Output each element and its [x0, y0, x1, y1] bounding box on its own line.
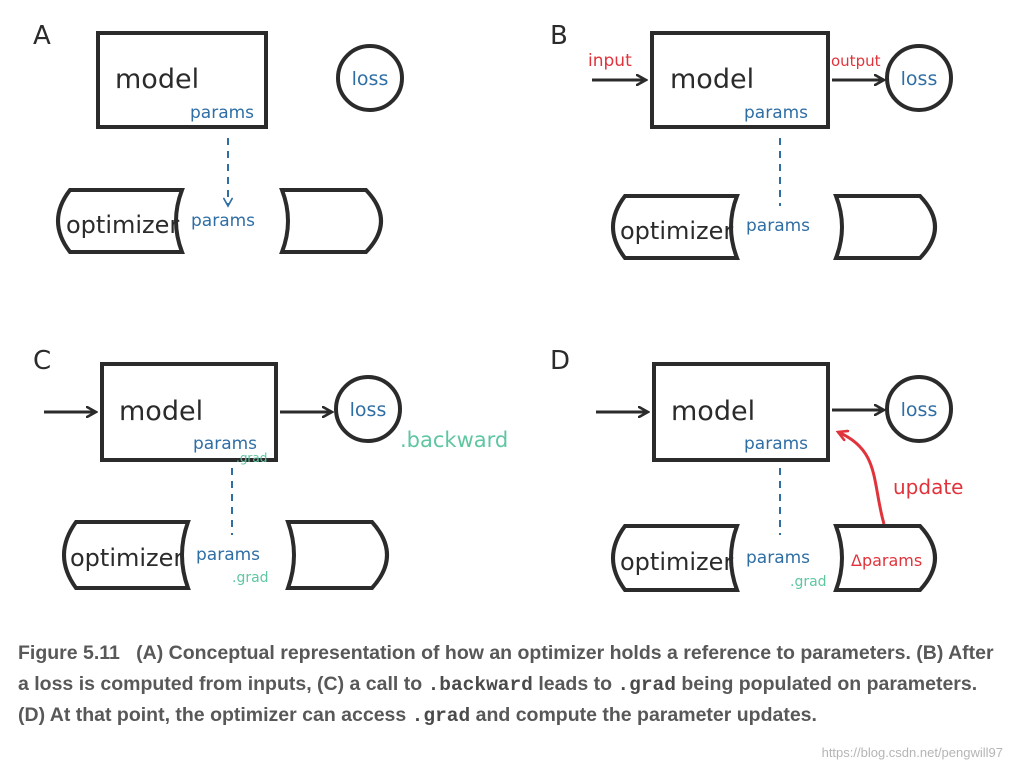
model-label: model: [119, 396, 203, 427]
backward-label: .backward: [400, 428, 508, 452]
update-label: update: [893, 475, 963, 499]
delta-params-label: Δparams: [851, 551, 922, 570]
caption-code-grad-1: .grad: [617, 673, 676, 696]
output-label: output: [831, 52, 881, 70]
figure-number: Figure 5.11: [18, 642, 120, 664]
loss-circle: [885, 375, 953, 443]
loss-label: loss: [352, 68, 389, 90]
params-label: params: [193, 434, 257, 454]
optimizer-grad-label: .grad: [232, 570, 269, 586]
optimizer-params-label: params: [746, 216, 810, 236]
optimizer-left-shape: [62, 520, 191, 590]
optimizer-label: optimizer: [620, 548, 733, 576]
panel-letter: B: [550, 21, 568, 51]
optimizer-params-label: params: [196, 545, 260, 565]
update-arrow: [838, 432, 886, 525]
optimizer-params-label: params: [191, 211, 255, 231]
model-box: [96, 31, 268, 129]
caption-text-1: (A) Conceptual representation of how an …: [18, 642, 994, 695]
optimizer-params-label: params: [746, 548, 810, 568]
figure-caption: Figure 5.11 (A) Conceptual representatio…: [18, 638, 1003, 732]
caption-code-backward: .backward: [427, 673, 533, 696]
loss-circle: [885, 44, 953, 112]
loss-circle: [336, 44, 404, 112]
model-box: [652, 362, 830, 462]
optimizer-label: optimizer: [70, 544, 183, 572]
model-label: model: [671, 396, 755, 427]
loss-circle: [334, 375, 402, 443]
caption-code-grad-2: .grad: [411, 705, 471, 727]
optimizer-left-shape: [611, 524, 740, 592]
params-label: params: [744, 103, 808, 123]
caption-text-3: being populated on parameters. (D) At th…: [18, 672, 978, 727]
model-box: [100, 362, 278, 462]
loss-label: loss: [901, 68, 938, 90]
panel-b: B input model params output loss optimiz…: [550, 21, 953, 260]
optimizer-left-shape: [56, 188, 185, 254]
optimizer-label: optimizer: [66, 211, 179, 239]
watermark: https://blog.csdn.net/pengwill97: [821, 745, 1003, 760]
model-label: model: [115, 64, 199, 95]
panel-letter: D: [550, 346, 570, 376]
optimizer-grad-label: .grad: [790, 574, 827, 590]
params-label: params: [190, 103, 254, 123]
panel-letter: C: [33, 346, 51, 376]
loss-label: loss: [350, 399, 387, 421]
optimizer-left-shape: [611, 194, 740, 260]
caption-text-4: and compute the parameter updates.: [475, 704, 817, 726]
model-label: model: [670, 64, 754, 95]
panel-d: D model params loss update optimizer par…: [550, 346, 963, 592]
optimizer-right-shape: [833, 524, 937, 592]
optimizer-right-shape: [285, 520, 389, 590]
panel-letter: A: [33, 21, 51, 51]
params-label: params: [744, 434, 808, 454]
optimizer-label: optimizer: [620, 217, 733, 245]
input-label: input: [588, 51, 632, 71]
caption-text-2: leads to: [538, 672, 612, 695]
model-box: [650, 31, 830, 129]
grad-label: .grad: [236, 451, 267, 465]
optimizer-right-shape: [279, 188, 383, 254]
loss-label: loss: [901, 399, 938, 421]
diagram-canvas: A model params loss optimizer params B i…: [33, 21, 963, 592]
optimizer-right-shape: [833, 194, 937, 260]
panel-c: C model params .grad loss .backward opti…: [33, 346, 508, 590]
panel-a: A model params loss optimizer params: [33, 21, 404, 254]
